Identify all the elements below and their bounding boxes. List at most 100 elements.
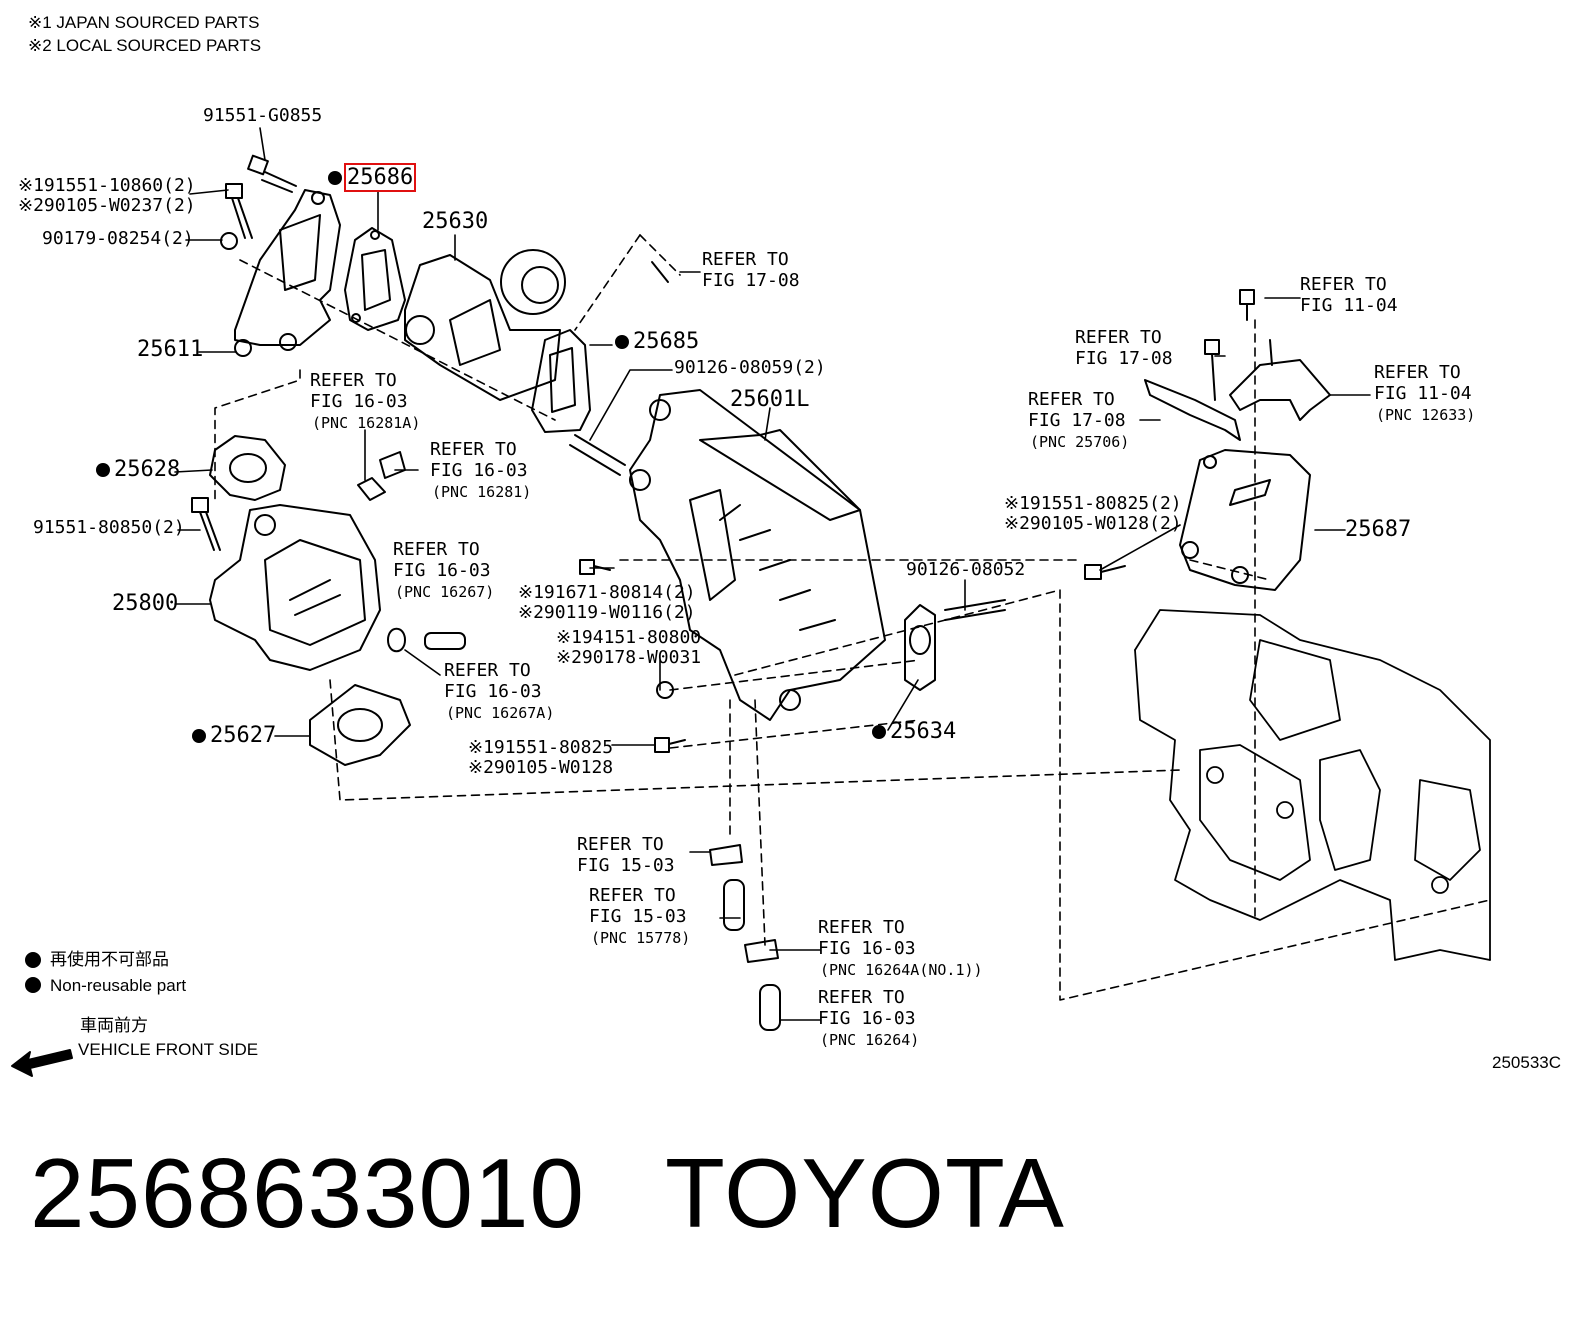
non-reusable-dot-icon (96, 463, 110, 477)
nut-90179 (220, 232, 238, 250)
refer-label: FIG 16-03 (444, 681, 542, 702)
refer-label: REFER TO (818, 987, 905, 1008)
caption-part-number: 2568633010 (30, 1138, 586, 1248)
caption-brand: TOYOTA (665, 1138, 1065, 1248)
legend-dot-jp (25, 952, 41, 968)
part-label-25685: 25685 (615, 330, 699, 354)
bolt-91551-80825 (654, 737, 686, 753)
refer-label: REFER TO (430, 439, 517, 460)
refer-label: REFER TO (1300, 274, 1387, 295)
part-label: ※290105-W0128 (468, 757, 614, 778)
refer-label: FIG 15-03 (577, 855, 675, 876)
part-label: 90126-08059(2) (674, 357, 826, 378)
guide-lines (214, 234, 1491, 1001)
refer-label: REFER TO (589, 885, 676, 906)
refer-label: (PNC 12633) (1376, 406, 1476, 424)
part-label: ※191671-80814(2) (518, 582, 696, 603)
refer-label: REFER TO (393, 539, 480, 560)
refer-label: REFER TO (702, 249, 789, 270)
part-25611-elbow (234, 189, 341, 357)
refer-label: (PNC 16264A(NO.1)) (820, 961, 983, 979)
direction-label-en: VEHICLE FRONT SIDE (78, 1040, 259, 1059)
legend-text-en: Non-reusable part (50, 976, 187, 995)
refer-label: REFER TO (577, 834, 664, 855)
bracket-fig-11-04 (1229, 289, 1331, 421)
legend-text-jp: 再使用不可部品 (50, 950, 169, 969)
refer-label: (PNC 16267A) (446, 704, 555, 722)
part-25634-gasket (904, 604, 936, 691)
refer-label: FIG 17-08 (702, 270, 800, 291)
part-label-25628: 25628 (96, 458, 180, 482)
non-reusable-dot-icon (615, 335, 629, 349)
refer-label: (PNC 15778) (591, 929, 691, 947)
part-label: 91551-80850(2) (33, 517, 185, 538)
part-label-25686: 25686 (328, 163, 417, 192)
refer-label: REFER TO (818, 917, 905, 938)
part-25627-gasket (309, 684, 411, 766)
note-japan-sourced: ※1 JAPAN SOURCED PARTS (28, 13, 260, 32)
refer-label: FIG 16-03 (393, 560, 491, 581)
non-reusable-dot-icon (328, 171, 342, 185)
legend-dot-en (25, 977, 41, 993)
refer-label: FIG 16-03 (310, 391, 408, 412)
part-25601L-cooler (629, 389, 886, 721)
part-label: ※290105-W0128(2) (1004, 513, 1182, 534)
note-local-sourced: ※2 LOCAL SOURCED PARTS (28, 36, 262, 55)
refer-label: FIG 16-03 (818, 1008, 916, 1029)
part-label: ※290105-W0237(2) (18, 195, 196, 216)
part-25685-gasket (531, 329, 591, 433)
direction-label-jp: 車両前方 (80, 1016, 148, 1035)
stud-90126-08052 (944, 599, 1006, 621)
part-label: 25611 (137, 337, 204, 362)
stud-90126-08059 (569, 434, 626, 476)
part-label-25634: 25634 (872, 720, 956, 744)
vehicle-front-arrow-icon (11, 1049, 73, 1077)
bolt-91551-10860 (225, 183, 253, 239)
refer-label: FIG 17-08 (1075, 348, 1173, 369)
bracket-fig-17-08 (1144, 339, 1241, 441)
part-label: ※290178-W0031 (556, 647, 702, 668)
non-reusable-dot-icon (872, 725, 886, 739)
refer-label: FIG 16-03 (430, 460, 528, 481)
refer-label: (PNC 25706) (1030, 433, 1130, 451)
part-label: ※191551-80825 (468, 737, 614, 758)
refer-label: FIG 15-03 (589, 906, 687, 927)
part-label: ※194151-80800 (556, 627, 702, 648)
refer-label: (PNC 16264) (820, 1031, 920, 1049)
refer-label: REFER TO (444, 660, 531, 681)
engine-block-outline (1134, 609, 1491, 961)
refer-label: REFER TO (310, 370, 397, 391)
refer-label: (PNC 16281) (432, 483, 532, 501)
part-label: 25800 (112, 591, 179, 616)
bolt-91551-G0855 (247, 154, 297, 193)
refer-label: REFER TO (1374, 362, 1461, 383)
part-label: 25630 (422, 209, 489, 234)
part-25686-gasket (344, 227, 406, 331)
part-label: 25601L (730, 387, 810, 412)
refer-label: FIG 11-04 (1300, 295, 1398, 316)
part-label: ※290119-W0116(2) (518, 602, 696, 623)
highlighted-part-number: 25686 (343, 163, 417, 192)
bolt-91551-80825-2 (1084, 564, 1126, 580)
refer-label: FIG 11-04 (1374, 383, 1472, 404)
bolt-94151-80800 (656, 681, 674, 699)
refer-label: FIG 17-08 (1028, 410, 1126, 431)
hose-clamps (357, 261, 669, 653)
bottom-hoses (709, 844, 781, 1031)
part-label-25627: 25627 (192, 724, 276, 748)
part-25630-pipe (404, 249, 566, 401)
non-reusable-dot-icon (192, 729, 206, 743)
part-label: ※191551-10860(2) (18, 175, 196, 196)
refer-label: REFER TO (1028, 389, 1115, 410)
bolt-91551-80850 (191, 497, 221, 551)
part-label: 91551-G0855 (203, 105, 323, 126)
part-label: 90126-08052 (906, 559, 1026, 580)
refer-label: (PNC 16281A) (312, 414, 421, 432)
refer-label: (PNC 16267) (395, 583, 495, 601)
part-25687-bracket (1179, 449, 1311, 591)
part-label: 90179-08254(2) (42, 228, 194, 249)
part-25800-valve (209, 504, 381, 671)
figure-code: 250533C (1492, 1053, 1562, 1072)
part-25628-gasket (209, 435, 286, 501)
bolt-91671-80814 (579, 559, 611, 575)
